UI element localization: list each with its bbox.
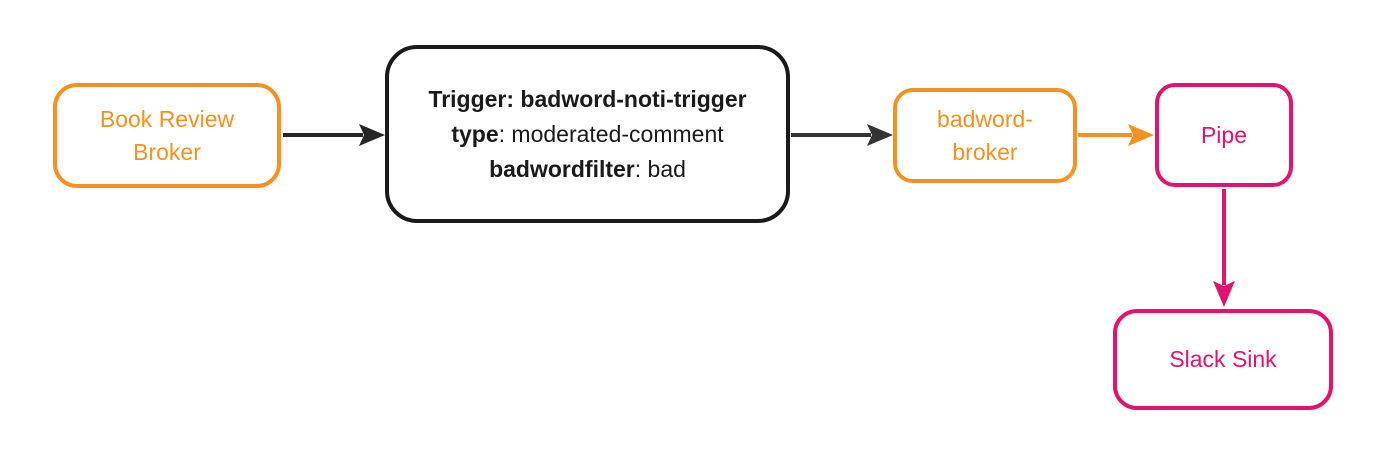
node-badword-broker-label: badword-broker bbox=[937, 105, 1033, 165]
trigger-name-text: Trigger: badword-noti-trigger bbox=[428, 85, 747, 112]
trigger-line-type: type: moderated-comment bbox=[451, 117, 723, 152]
node-book-review-broker-label: Book Review Broker bbox=[99, 105, 235, 165]
node-slack-sink: Slack Sink bbox=[1113, 309, 1333, 410]
trigger-filter-value: : bad bbox=[634, 155, 686, 182]
trigger-line-name: Trigger: badword-noti-trigger bbox=[428, 82, 746, 117]
node-badword-broker: badword-broker bbox=[893, 88, 1077, 183]
arrowhead-icon bbox=[867, 124, 893, 146]
trigger-type-value: : moderated-comment bbox=[498, 120, 724, 147]
trigger-line-filter: badwordfilter: bad bbox=[489, 152, 686, 187]
trigger-filter-key: badwordfilter bbox=[489, 155, 635, 182]
node-pipe: Pipe bbox=[1155, 83, 1293, 187]
edge-pipe-to-slack-sink bbox=[1213, 189, 1235, 307]
arrowhead-icon bbox=[1128, 124, 1154, 146]
edge-trigger-to-badword-broker bbox=[791, 124, 893, 146]
node-slack-sink-label: Slack Sink bbox=[1169, 346, 1277, 373]
arrowhead-icon bbox=[359, 124, 385, 146]
arrowhead-icon bbox=[1213, 281, 1235, 307]
node-book-review-broker: Book Review Broker bbox=[53, 83, 281, 188]
node-pipe-label: Pipe bbox=[1200, 121, 1248, 148]
trigger-type-key: type bbox=[451, 120, 499, 147]
node-trigger: Trigger: badword-noti-trigger type: mode… bbox=[385, 45, 790, 223]
edge-badword-broker-to-pipe bbox=[1078, 124, 1154, 146]
edge-book-review-broker-to-trigger bbox=[283, 124, 385, 146]
